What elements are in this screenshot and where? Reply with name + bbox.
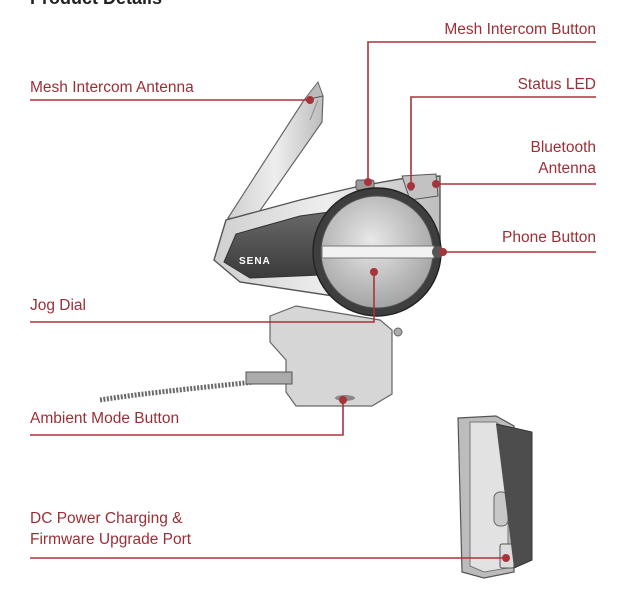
- mesh-button-leader: [364, 41, 596, 186]
- label-status-led: Status LED: [517, 76, 596, 93]
- label-mesh-intercom-antenna: Mesh Intercom Antenna: [30, 79, 194, 96]
- label-jog-dial: Jog Dial: [30, 297, 86, 314]
- dc-port-leader: [30, 554, 510, 562]
- label-bluetooth-antenna-line1: Bluetooth: [530, 139, 597, 156]
- ambient-button-leader: [30, 396, 347, 436]
- mesh-antenna-leader: [30, 96, 314, 104]
- label-ambient-mode-button: Ambient Mode Button: [30, 410, 180, 427]
- jog-dial-leader: [30, 268, 378, 323]
- label-bluetooth-antenna-line2: Antenna: [538, 160, 596, 177]
- status-led-leader: [407, 96, 596, 190]
- bluetooth-antenna-leader: [432, 180, 596, 188]
- cable-drawing: [99, 371, 293, 403]
- label-dc-port-line2: Firmware Upgrade Port: [30, 531, 192, 548]
- phone-button-leader: [439, 248, 596, 256]
- label-mesh-intercom-button: Mesh Intercom Button: [444, 21, 596, 38]
- jog-dial-drawing: [312, 187, 444, 317]
- page-title: Product Details: [30, 0, 162, 9]
- label-dc-port-line1: DC Power Charging &: [30, 510, 183, 527]
- side-view-drawing: [457, 415, 533, 579]
- label-phone-button: Phone Button: [502, 229, 596, 246]
- clamp-drawing: [269, 305, 403, 407]
